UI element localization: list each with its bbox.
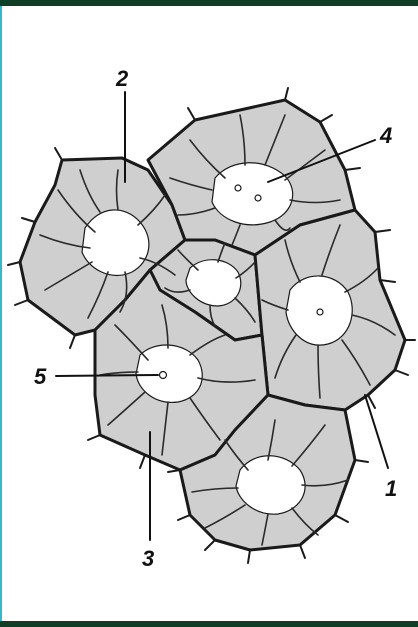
lumen-dot-4b (255, 195, 261, 201)
label-3: 3 (142, 546, 154, 571)
lumen-dot-1 (317, 309, 323, 315)
leader-line-5 (56, 375, 158, 376)
label-1: 1 (385, 476, 397, 501)
label-4: 4 (379, 123, 392, 148)
lumen-dot-4a (235, 185, 241, 191)
label-2: 2 (115, 66, 129, 91)
lumen-4 (212, 163, 293, 225)
leader-line-1 (365, 395, 388, 468)
lumen-dot-5 (160, 372, 167, 379)
label-5: 5 (34, 364, 47, 389)
